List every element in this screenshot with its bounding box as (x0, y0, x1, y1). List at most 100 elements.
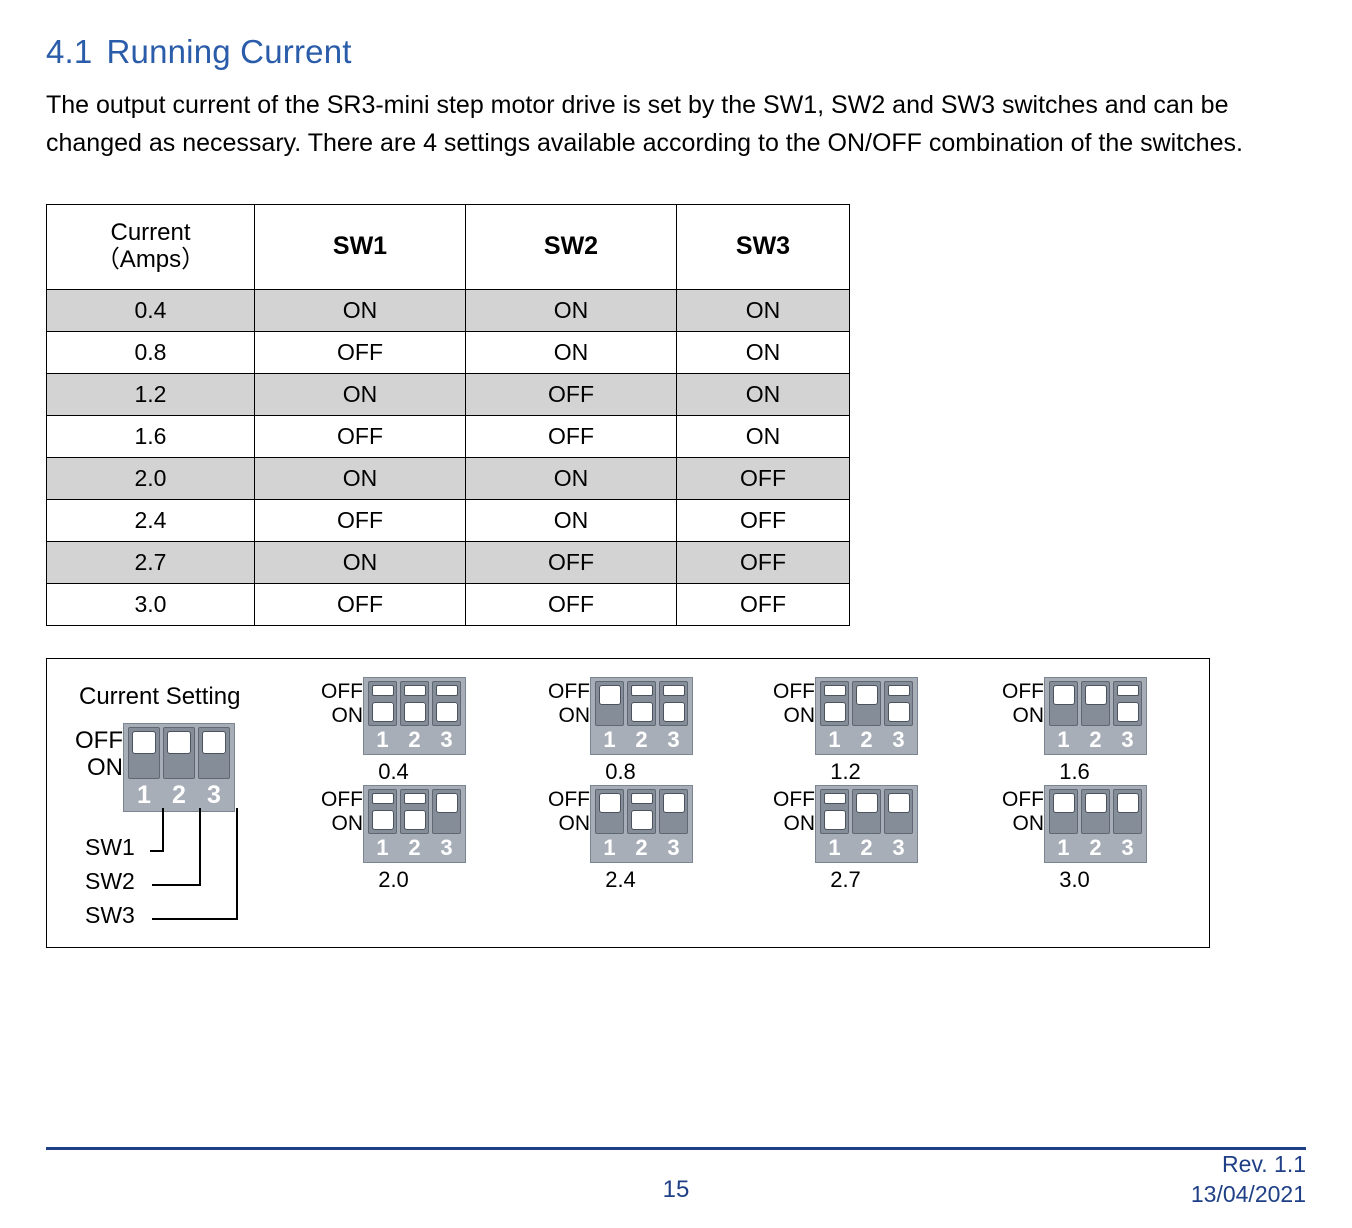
dip-switch-1-on[interactable] (820, 788, 849, 834)
footer-page-number: 15 (662, 1176, 690, 1203)
cell-sw2-value: ON (465, 330, 677, 374)
dip-switch-strip (823, 792, 846, 804)
dip-switch-2-off[interactable] (1081, 788, 1110, 834)
dip-switch-1-off[interactable] (595, 680, 624, 726)
cell-current-value: 3.0 (46, 582, 255, 626)
dip-switch-2-on[interactable] (400, 680, 429, 726)
callout-label-sw2: SW2 (85, 867, 135, 894)
dip-switch-strip (371, 684, 394, 696)
intro-paragraph: The output current of the SR3-mini step … (46, 90, 1243, 157)
cell-current-value: 1.6 (46, 414, 255, 458)
dip-on-label: ON (783, 703, 816, 727)
dip-switch-3-on[interactable] (884, 680, 913, 726)
dip-switch-1-off[interactable] (1049, 788, 1078, 834)
dip-off-label: OFF (773, 787, 815, 811)
dip-switch-1-off[interactable] (128, 726, 160, 779)
dip-switch-3-on[interactable] (432, 680, 461, 726)
dip-position-2: 2 (860, 726, 873, 752)
dip-switch-2-off[interactable] (852, 680, 881, 726)
dip-switch-strip (630, 792, 653, 804)
dip-switch-2-on[interactable] (400, 788, 429, 834)
dip-switch-toggle (855, 684, 878, 705)
cell-sw1-value: OFF (254, 498, 466, 542)
dip-switch-1-off[interactable] (595, 788, 624, 834)
dip-switch-toggle (371, 809, 394, 830)
dip-switch-2-off[interactable] (1081, 680, 1110, 726)
dip-switch-strip (371, 792, 394, 804)
column-header-current-line1: Current (110, 218, 191, 246)
dip-switch-toggle (662, 701, 685, 722)
dip-switch-3-on[interactable] (1113, 680, 1142, 726)
dip-switch-2-off[interactable] (852, 788, 881, 834)
cell-current-value: 2.0 (46, 456, 255, 500)
dip-switch-1-on[interactable] (820, 680, 849, 726)
column-header-sw3: SW3 (676, 203, 850, 290)
dip-switch-row (1045, 786, 1146, 836)
dip-switch-strip (823, 684, 846, 696)
footer-revision: Rev. 1.1 (1222, 1151, 1306, 1178)
dip-switch-1-on[interactable] (368, 788, 397, 834)
dip-on-label: ON (1012, 703, 1045, 727)
dip-switch-3-off[interactable] (198, 726, 230, 779)
dip-off-label: OFF (75, 726, 123, 754)
dip-switch-toggle (630, 701, 653, 722)
dip-switch-1-on[interactable] (368, 680, 397, 726)
cell-sw2-value: ON (465, 498, 677, 542)
dip-position-3: 3 (667, 834, 680, 860)
dip-switch-1-off[interactable] (1049, 680, 1078, 726)
dip-position-1: 1 (603, 726, 616, 752)
dip-switch-3-off[interactable] (659, 788, 688, 834)
column-header-current: Current （Amps） (46, 203, 255, 290)
dip-switch-2-off[interactable] (163, 726, 195, 779)
dip-switch-row (591, 678, 692, 728)
dip-switch-3-off[interactable] (884, 788, 913, 834)
dip-switch-2-on[interactable] (627, 788, 656, 834)
dip-switch-3-on[interactable] (659, 680, 688, 726)
footer-revision-block: Rev. 1.1 13/04/2021 (1191, 1150, 1306, 1210)
setting-current-value: 2.7 (830, 866, 861, 892)
dip-switch-row (364, 678, 465, 728)
dip-position-3: 3 (892, 726, 905, 752)
dip-switch-strip (403, 684, 426, 696)
dip-switch-2-on[interactable] (627, 680, 656, 726)
dip-switch-toggle (167, 730, 191, 754)
dip-position-2: 2 (635, 726, 648, 752)
cell-sw3-value: OFF (676, 582, 850, 626)
cell-sw3-value: OFF (676, 540, 850, 584)
dip-position-3: 3 (1121, 834, 1134, 860)
dip-switch-3-off[interactable] (1113, 788, 1142, 834)
dip-switch-toggle (132, 730, 156, 754)
dip-switch-3-off[interactable] (432, 788, 461, 834)
dip-position-1: 1 (603, 834, 616, 860)
cell-sw1-value: OFF (254, 330, 466, 374)
cell-current-value: 2.7 (46, 540, 255, 584)
dip-switch-toggle (1084, 792, 1107, 813)
dip-switch-strip (435, 684, 458, 696)
table-header-row: Current （Amps） SW1 SW2 SW3 (46, 203, 850, 290)
